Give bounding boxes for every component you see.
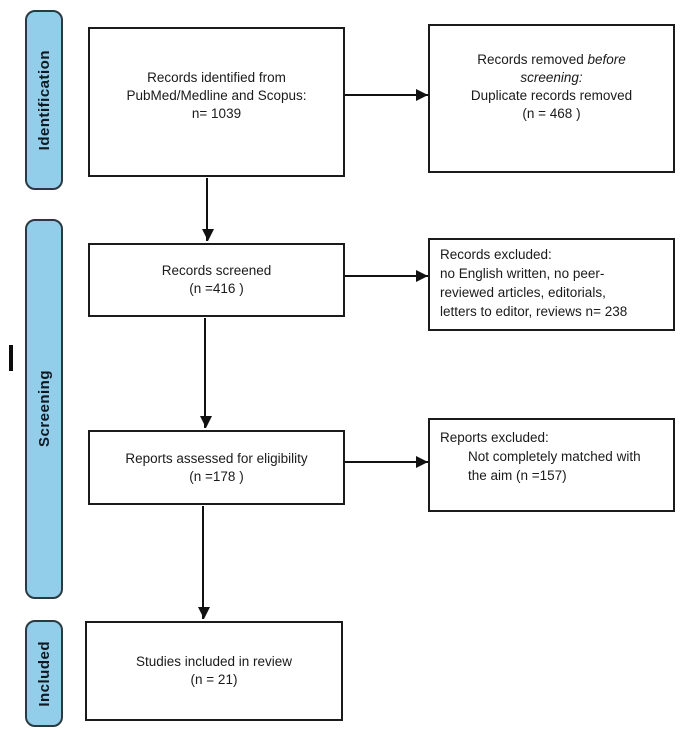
box-reports-assessed: Reports assessed for eligibility (n =178… [88, 430, 345, 505]
reports-excluded-title: Reports excluded: [440, 430, 549, 445]
studies-included-text: Studies included in review (n = 21) [135, 654, 293, 687]
records-identified-text: Records identified from PubMed/Medline a… [126, 70, 307, 121]
records-removed-text: Records removed before screening: Duplic… [471, 51, 632, 123]
removed-line2-italic: screening: [520, 69, 583, 85]
arrow-assessed-to-excluded-icon [345, 456, 428, 468]
box-reports-excluded: Reports excluded: Not completely matched… [428, 418, 675, 512]
records-screened-text: Records screened (n =416 ) [161, 263, 272, 296]
reports-assessed-text: Reports assessed for eligibility (n =178… [125, 450, 308, 484]
box-studies-included: Studies included in review (n = 21) [85, 621, 343, 721]
box-records-screened: Records screened (n =416 ) [88, 243, 345, 317]
stage-screening: Screening [25, 219, 63, 599]
removed-line1: Records removed [477, 51, 588, 67]
removed-line1-italic: before [587, 51, 626, 67]
stage-included-label: Included [35, 640, 53, 707]
box-records-excluded: Records excluded: no English written, no… [428, 238, 675, 331]
records-excluded-text: Records excluded: no English written, no… [440, 247, 628, 319]
stage-screening-label: Screening [35, 370, 53, 448]
reports-excluded-detail: Not completely matched with the aim (n =… [468, 449, 641, 483]
box-records-removed: Records removed before screening: Duplic… [428, 24, 675, 173]
arrow-identified-to-removed-icon [345, 89, 428, 101]
arrow-screened-to-excluded-icon [345, 270, 428, 282]
box-records-identified: Records identified from PubMed/Medline a… [88, 27, 345, 177]
stage-identification: Identification [25, 10, 63, 190]
arrow-assessed-to-included-icon [198, 506, 210, 619]
removed-line3: Duplicate records removed [470, 87, 633, 103]
stage-included: Included [25, 620, 63, 727]
arrow-identified-to-screened-icon [202, 178, 214, 241]
removed-line4: (n = 468 ) [522, 105, 581, 121]
stray-tick-mark [9, 345, 13, 371]
stage-identification-label: Identification [35, 49, 53, 151]
reports-excluded-text: Reports excluded: Not completely matched… [440, 428, 641, 485]
arrow-screened-to-assessed-icon [200, 318, 212, 428]
